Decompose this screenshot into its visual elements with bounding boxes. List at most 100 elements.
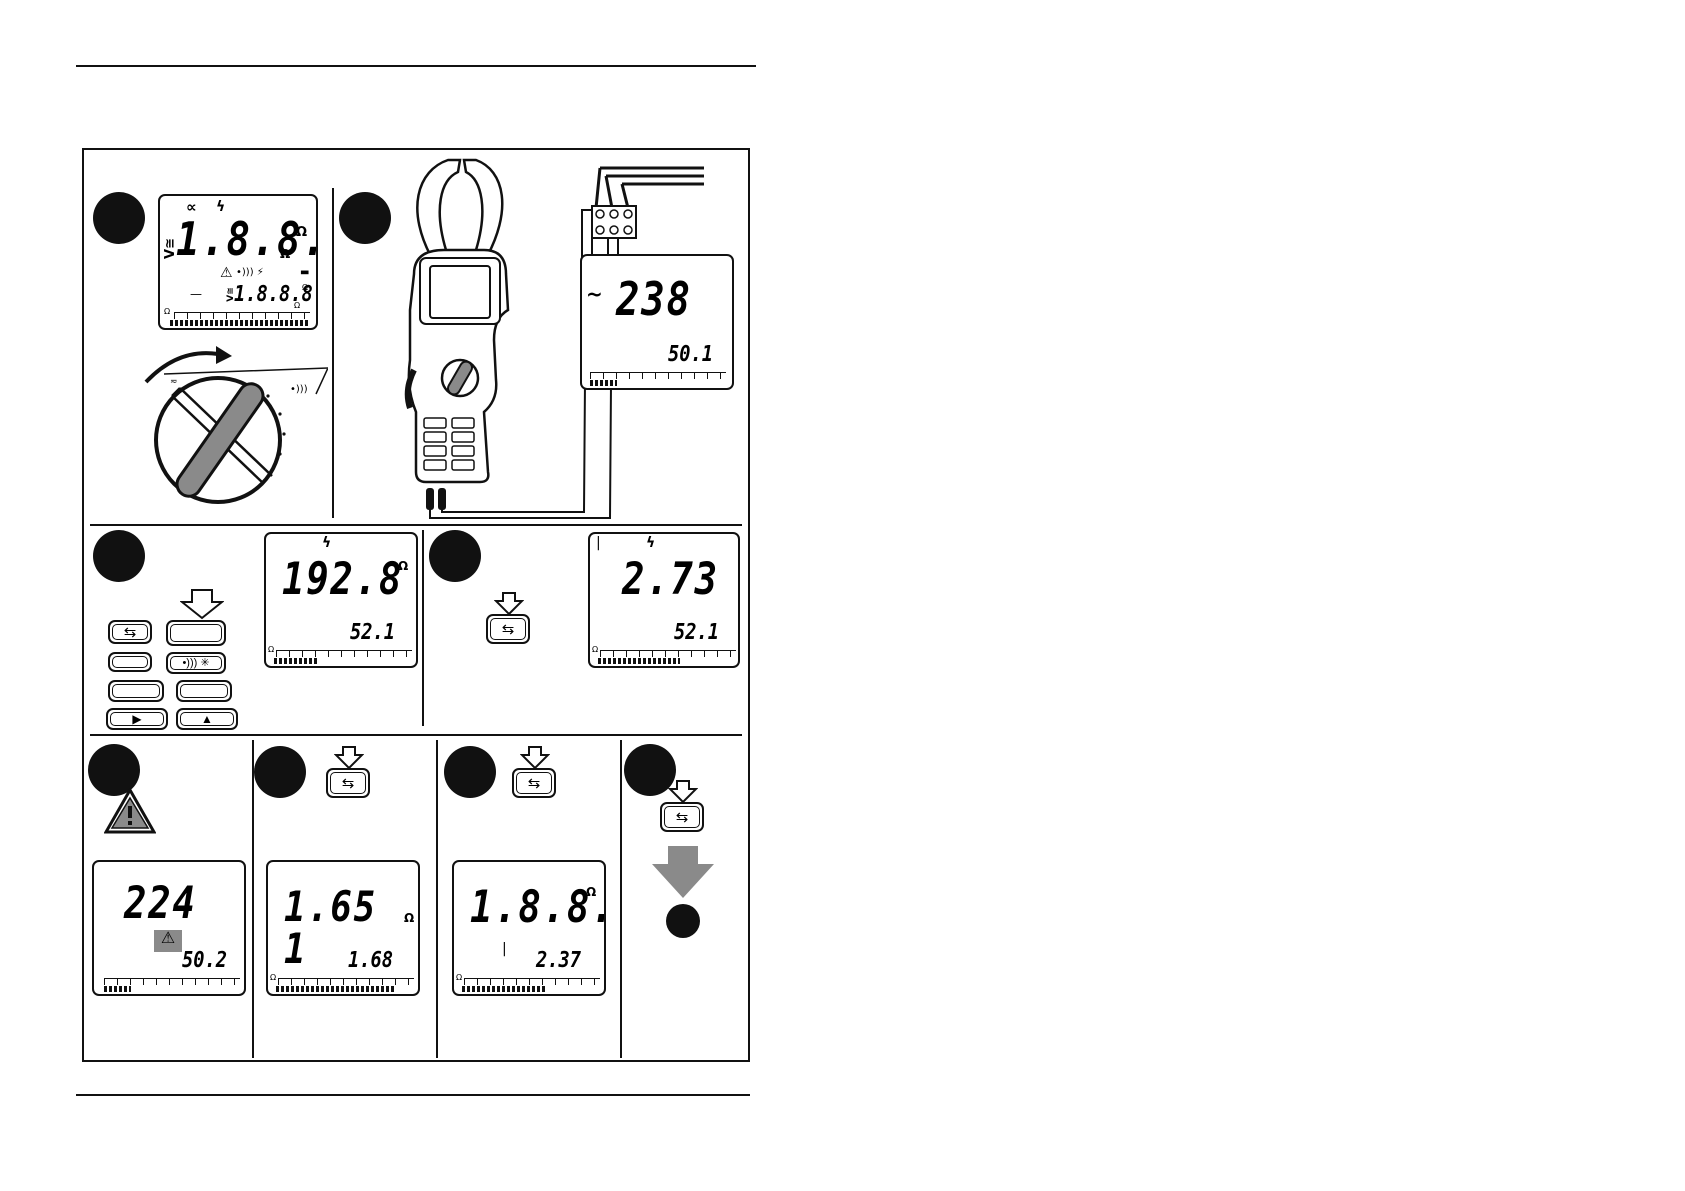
bottom-rule [76, 1094, 750, 1096]
unit-ohm: Ω [280, 248, 290, 260]
sub-reading: 2.37 [536, 950, 581, 972]
step-marker [93, 530, 145, 582]
bargraph [590, 380, 617, 386]
hold-toggle-button[interactable]: ⇆ [108, 620, 152, 644]
divider [90, 524, 742, 526]
unit-ohm: Ω [398, 560, 408, 572]
main-reading: 2.73 [622, 558, 719, 602]
lcd-display-full-segments: ∝ ϟ V≅ 1.8.8.8 Ω Ω ⚠ •))) ⚡ ▬ — V≅ 1.8.8… [158, 194, 318, 330]
bargraph-scale [174, 312, 310, 319]
scale-unit: Ω [456, 974, 462, 982]
up-button[interactable]: ▲ [176, 708, 238, 730]
indicator-segment: | [502, 942, 507, 956]
warning-icon: ⚠ [220, 266, 233, 280]
hazard-flash-icon: ϟ [322, 536, 331, 550]
bargraph-scale [464, 978, 600, 985]
step-marker [444, 746, 496, 798]
bargraph-scale [590, 372, 726, 379]
hold-toggle-button[interactable]: ⇆ [512, 768, 556, 798]
lcd-display-resistance: ϟ 192.8 Ω 52.1 Ω [264, 532, 418, 668]
cycle-icon: ⇆ [662, 810, 702, 825]
cycle-icon: ⇆ [110, 625, 150, 640]
bargraph-scale [104, 978, 240, 985]
buzzer-button[interactable]: •))) ✳ [166, 652, 226, 674]
warning-icon [104, 788, 156, 834]
keypad-button[interactable] [176, 680, 232, 702]
main-reading: 192.8 [282, 558, 403, 602]
scale-unit: Ω [270, 974, 276, 982]
press-arrow-icon [180, 588, 224, 620]
unit-ohm: Ω [586, 886, 596, 898]
up-icon: ▲ [178, 713, 236, 725]
cycle-icon: ⇆ [328, 776, 368, 791]
main-reading: 238 [616, 276, 692, 322]
lcd-display-impedance: 1.65 1 Ω 1.68 Ω [266, 860, 420, 996]
lcd-display-current: | ϟ 2.73 52.1 Ω [588, 532, 740, 668]
bargraph [170, 320, 308, 326]
bargraph [274, 658, 318, 664]
step-marker [93, 192, 145, 244]
unit-ohm: Ω [296, 226, 307, 239]
sub-reading: 1.68 [348, 950, 393, 972]
sub-unit: Ω [302, 284, 308, 292]
bargraph [462, 986, 546, 992]
bargraph [598, 658, 680, 664]
lcd-display-voltage: 224 ⚠ 50.2 [92, 860, 246, 996]
bargraph [104, 986, 131, 992]
top-rule [76, 65, 756, 67]
sub-reading: 50.1 [668, 344, 713, 366]
bargraph-scale [278, 978, 414, 985]
step-marker [254, 746, 306, 798]
lcd-display-impedance: 1.8.8.8 Ω | 2.37 Ω [452, 860, 606, 996]
bargraph [276, 986, 396, 992]
bargraph-scale [276, 650, 412, 657]
sub-reading: 52.1 [350, 622, 395, 644]
cycle-icon: ⇆ [514, 776, 554, 791]
divider [422, 530, 424, 726]
scale-unit: Ω [164, 308, 170, 316]
divider [90, 734, 742, 736]
sub-unit: Ω [294, 302, 300, 310]
rotary-switch-illustration: ≂ •))) [138, 334, 328, 504]
press-arrow-icon [334, 746, 364, 770]
press-arrow-icon [494, 592, 524, 616]
dash-segment: — [190, 288, 202, 300]
divider [332, 188, 334, 518]
play-icon: ▶ [108, 713, 166, 725]
indicator-segment: | [596, 536, 601, 550]
buzzer-icon: •))) ✳ [168, 658, 224, 669]
hold-toggle-button[interactable]: ⇆ [326, 768, 370, 798]
sub-reading: 1.8.8.8 [234, 284, 313, 306]
unit-ohm: Ω [404, 912, 414, 924]
sub-reading: 50.2 [182, 950, 227, 972]
keypad-button[interactable] [108, 652, 152, 672]
right-button[interactable]: ▶ [106, 708, 168, 730]
battery-icon: ▬ [300, 268, 309, 278]
cycle-icon: ⇆ [488, 622, 528, 637]
keypad-button[interactable] [108, 680, 164, 702]
scale-unit: Ω [592, 646, 598, 654]
scale-unit: Ω [268, 646, 274, 654]
divider [620, 740, 622, 1058]
buzzer-icon: •))) ⚡ [236, 268, 264, 278]
ac-symbol: ~ [586, 284, 603, 304]
instruction-figure: ∝ ϟ V≅ 1.8.8.8 Ω Ω ⚠ •))) ⚡ ▬ — V≅ 1.8.8… [82, 148, 750, 1062]
hold-toggle-button[interactable]: ⇆ [486, 614, 530, 644]
press-arrow-icon [520, 746, 550, 770]
hazard-flash-icon: ϟ [646, 536, 655, 550]
step-marker [666, 904, 700, 938]
press-arrow-icon [668, 780, 698, 804]
lcd-display-voltage: ~ 238 50.1 [580, 254, 734, 390]
svg-text:≂: ≂ [170, 377, 178, 387]
divider [252, 740, 254, 1058]
step-marker [429, 530, 481, 582]
bargraph-scale [600, 650, 736, 657]
target-button[interactable] [166, 620, 226, 646]
svg-text:•))): •))) [290, 384, 308, 395]
warning-flag-icon: ⚠ [154, 930, 182, 952]
main-reading: 224 [124, 882, 197, 926]
divider [436, 740, 438, 1058]
next-step-arrow-icon [652, 846, 714, 898]
sub-reading: 52.1 [674, 622, 719, 644]
hold-toggle-button[interactable]: ⇆ [660, 802, 704, 832]
